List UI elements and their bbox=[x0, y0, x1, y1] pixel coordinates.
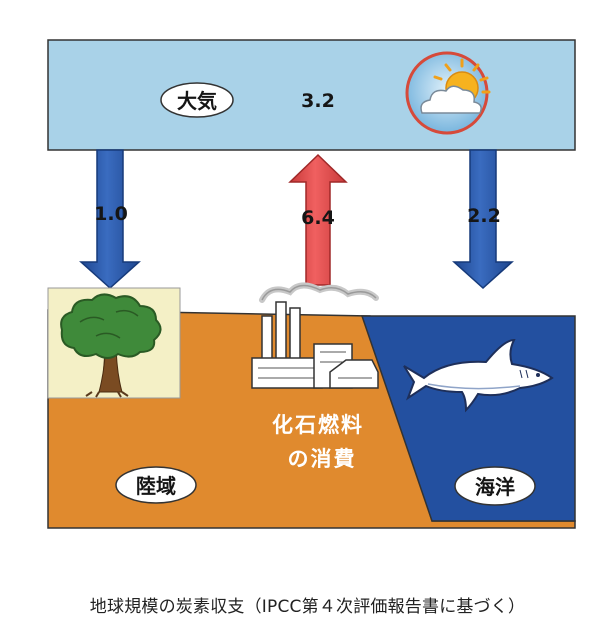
ocean-label: 海洋 bbox=[475, 475, 515, 499]
flow-to-ocean-value: 2.2 bbox=[467, 205, 501, 227]
factory-icon bbox=[251, 282, 379, 389]
fossil-fuel-label-line1: 化石燃料 bbox=[272, 413, 364, 437]
atmosphere-label: 大気 bbox=[177, 89, 217, 113]
shark-icon bbox=[403, 338, 554, 413]
arrow-atmosphere-to-land bbox=[79, 149, 141, 290]
ocean-label-oval: 海洋 bbox=[454, 466, 536, 506]
arrow-atmosphere-to-ocean bbox=[452, 149, 514, 290]
sun-cloud-icon bbox=[405, 51, 491, 135]
diagram-caption: 地球規模の炭素収支（IPCC第４次評価報告書に基づく） bbox=[89, 597, 526, 617]
arrow-fossil-to-atmosphere bbox=[288, 153, 348, 286]
tree-icon bbox=[47, 287, 181, 399]
flow-to-land-value: 1.0 bbox=[94, 203, 128, 225]
land-label-oval: 陸域 bbox=[115, 466, 197, 504]
atmosphere-value: 3.2 bbox=[301, 90, 335, 112]
atmosphere-label-oval: 大気 bbox=[160, 82, 234, 118]
land-label: 陸域 bbox=[136, 474, 176, 498]
flow-fossil-value: 6.4 bbox=[301, 207, 335, 229]
fossil-fuel-label-line2: の消費 bbox=[288, 447, 357, 471]
